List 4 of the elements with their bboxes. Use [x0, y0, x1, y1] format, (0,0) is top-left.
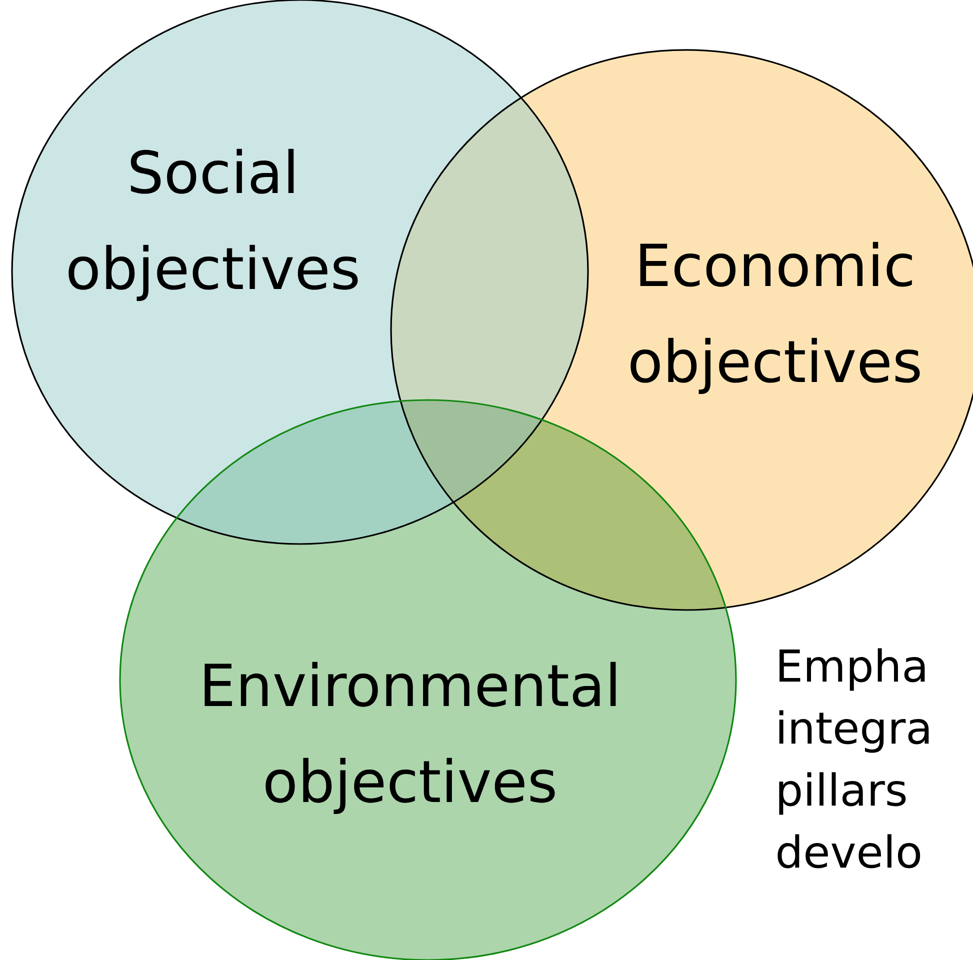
circle-label: Economic objectives [630, 242, 920, 394]
circle-label: Social objectives [68, 148, 358, 302]
note-text: Empha integra pillars develo [778, 648, 929, 868]
circle-label: Environmental objectives [204, 662, 616, 814]
